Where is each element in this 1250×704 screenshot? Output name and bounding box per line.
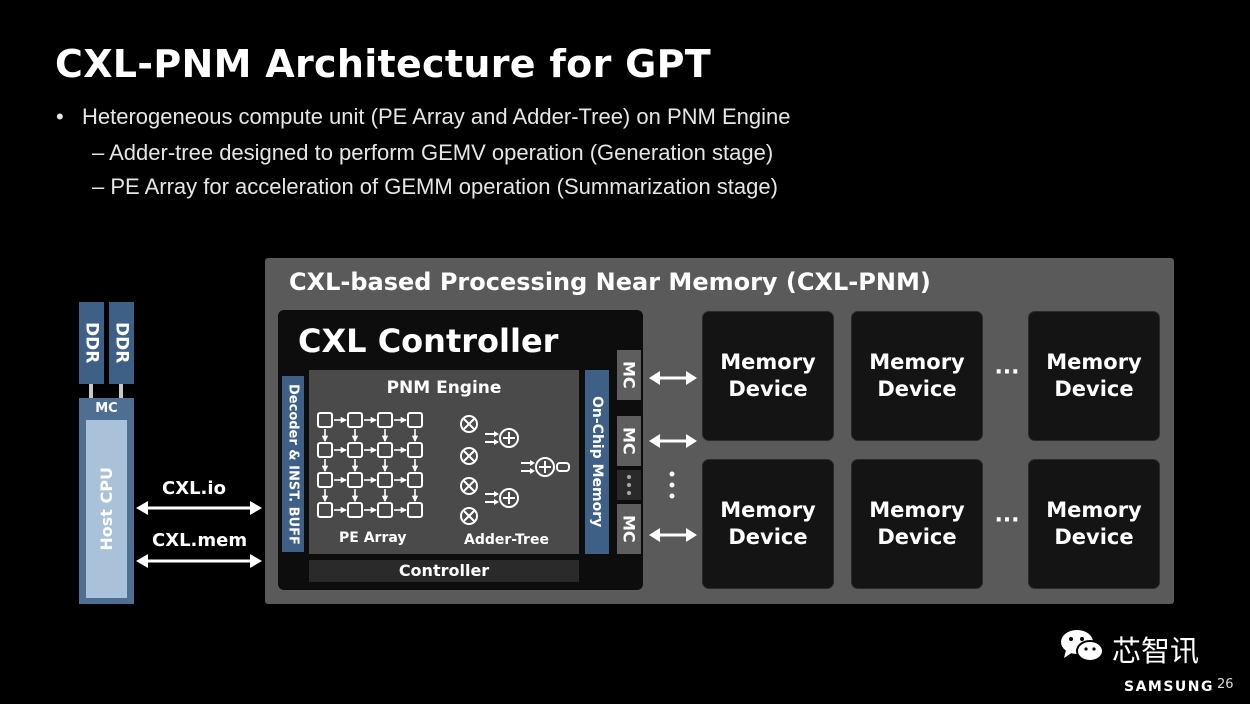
mc-block-2: MC — [617, 416, 641, 466]
pe-cell — [347, 412, 363, 428]
pe-cell — [347, 442, 363, 458]
slide-title: CXL-PNM Architecture for GPT — [55, 42, 712, 86]
host-mc-label: MC — [95, 401, 118, 416]
cxl-io-label: CXL.io — [162, 478, 226, 499]
bullet-sub-1: – Adder-tree designed to perform GEMV op… — [92, 140, 774, 165]
cxl-controller-title: CXL Controller — [298, 322, 559, 360]
mc-block-1: MC — [617, 350, 641, 400]
pnm-engine-title: PNM Engine — [386, 378, 502, 398]
vertical-ellipsis-icon — [669, 471, 675, 499]
ddr-connector-2 — [119, 384, 123, 398]
page-number: 26 — [1217, 677, 1234, 692]
pe-cell — [317, 412, 333, 428]
pe-cell — [377, 442, 393, 458]
pe-array-arrows — [321, 416, 419, 514]
adder-tree-label: Adder-Tree — [464, 532, 549, 548]
cxl-io-arrow — [136, 501, 262, 515]
mc-memory-arrow-1 — [649, 371, 697, 385]
decoder-inst-buff: Decoder & INST. BUFF — [282, 376, 304, 552]
add-icon — [535, 457, 555, 477]
multiply-icon — [460, 415, 478, 433]
pe-cell — [317, 502, 333, 518]
samsung-logo: SAMSUNG — [1124, 679, 1215, 695]
on-chip-memory: On-Chip Memory — [585, 370, 609, 554]
pe-cell — [317, 472, 333, 488]
mc-block-3: MC — [617, 504, 641, 554]
pe-cell — [407, 412, 423, 428]
host-cpu-block: MC Host CPU — [79, 398, 134, 604]
adder-tree-diagram — [460, 415, 570, 525]
cxl-mem-label: CXL.mem — [152, 530, 248, 551]
pe-cell — [347, 502, 363, 518]
cxl-mem-arrow — [136, 554, 262, 568]
multiply-icon — [460, 477, 478, 495]
multiply-icon — [460, 507, 478, 525]
vertical-ellipsis-icon — [627, 475, 631, 495]
pe-cell — [347, 472, 363, 488]
mc-gap — [617, 470, 641, 500]
pe-cell — [407, 472, 423, 488]
add-icon — [499, 488, 519, 508]
ddr-module-1: DDR — [79, 302, 104, 384]
bullet-main: •Heterogeneous compute unit (PE Array an… — [56, 104, 791, 129]
pe-cell — [407, 442, 423, 458]
pe-cell — [377, 412, 393, 428]
pe-cell — [377, 472, 393, 488]
bullet-sub-2: – PE Array for acceleration of GEMM oper… — [92, 174, 778, 199]
ddr-module-2: DDR — [109, 302, 134, 384]
wechat-icon — [1061, 630, 1104, 662]
ddr-connector-1 — [89, 384, 93, 398]
controller-bar: Controller — [309, 560, 579, 582]
pnm-engine: PNM Engine — [309, 370, 579, 554]
cxl-pnm-title: CXL-based Processing Near Memory (CXL-PN… — [289, 268, 931, 296]
pe-cell — [377, 502, 393, 518]
bullet-dot: • — [56, 104, 64, 129]
pe-cell — [407, 502, 423, 518]
pe-array-label: PE Array — [339, 530, 407, 546]
memory-ellipsis: ··· — [994, 508, 1020, 533]
host-cpu: Host CPU — [86, 420, 127, 598]
multiply-icon — [460, 447, 478, 465]
watermark-text: 芯智讯 — [1112, 634, 1200, 668]
mc-memory-arrow-3 — [649, 528, 697, 542]
pe-cell — [317, 442, 333, 458]
mc-memory-arrow-2 — [649, 434, 697, 448]
add-icon — [499, 428, 519, 448]
memory-ellipsis: ··· — [994, 360, 1020, 385]
